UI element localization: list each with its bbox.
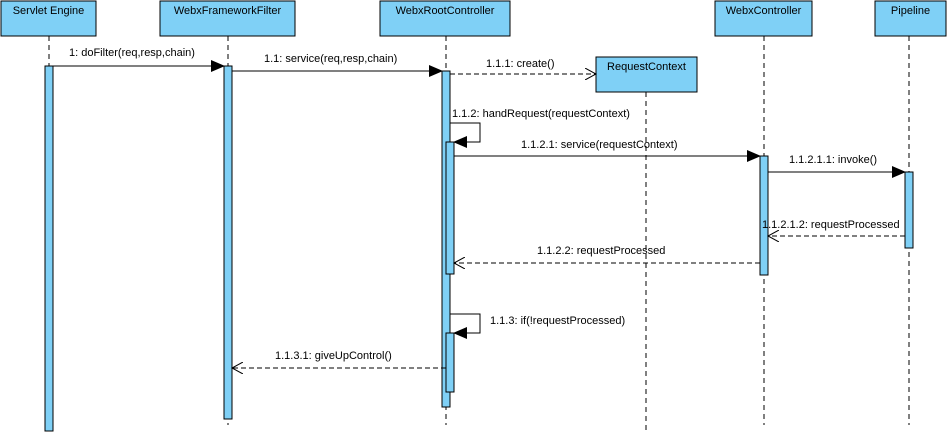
message-if-not-request-processed: 1.1.3: if(!requestProcessed) xyxy=(450,313,625,339)
activation-webx-root-controller-nested-1 xyxy=(445,141,455,275)
message-label: 1.1.2.2: requestProcessed xyxy=(537,245,665,257)
message-label: 1.1.2.1.1: invoke() xyxy=(789,154,877,166)
message-service: 1.1: service(req,resp,chain) xyxy=(232,53,443,77)
participant-request-context: RequestContext xyxy=(595,56,698,93)
activation-servlet-engine xyxy=(44,65,54,432)
message-label: 1.1: service(req,resp,chain) xyxy=(264,53,397,65)
message-hand-request: 1.1.2: handRequest(requestContext) xyxy=(450,108,630,148)
participant-label: WebxController xyxy=(726,5,802,17)
message-give-up-control: 1.1.3.1: giveUpControl() xyxy=(232,350,446,368)
participant-webx-controller: WebxController xyxy=(714,0,813,37)
message-label: 1.1.3.1: giveUpControl() xyxy=(275,350,392,362)
message-invoke: 1.1.2.1.1: invoke() xyxy=(768,154,906,178)
participant-label: Servlet Engine xyxy=(13,5,85,17)
participant-label: RequestContext xyxy=(607,61,686,73)
participant-webx-root-controller: WebxRootController xyxy=(379,0,511,37)
message-label: 1.1.2.1.2: requestProcessed xyxy=(762,219,900,231)
participant-label: Pipeline xyxy=(891,5,930,17)
participant-webx-framework-filter: WebxFrameworkFilter xyxy=(159,0,296,37)
message-do-filter: 1: doFilter(req,resp,chain) xyxy=(53,47,225,72)
participant-pipeline: Pipeline xyxy=(874,0,947,37)
message-request-processed-pipeline: 1.1.2.1.2: requestProcessed xyxy=(762,219,905,236)
message-label: 1.1.2: handRequest(requestContext) xyxy=(452,108,630,120)
participant-label: WebxFrameworkFilter xyxy=(174,5,282,17)
participant-servlet-engine: Servlet Engine xyxy=(0,0,97,37)
activation-webx-root-controller-nested-2 xyxy=(445,332,455,393)
message-create: 1.1.1: create() xyxy=(450,58,596,74)
activation-webx-framework-filter xyxy=(223,65,233,420)
message-service-request-context: 1.1.2.1: service(requestContext) xyxy=(454,139,761,162)
message-label: 1: doFilter(req,resp,chain) xyxy=(69,47,195,59)
message-label: 1.1.2.1: service(requestContext) xyxy=(521,139,678,151)
participant-label: WebxRootController xyxy=(396,5,495,17)
message-label: 1.1.1: create() xyxy=(486,58,554,70)
activation-webx-controller xyxy=(759,155,769,276)
activation-pipeline xyxy=(904,171,914,249)
message-request-processed-controller: 1.1.2.2: requestProcessed xyxy=(454,245,760,263)
message-label: 1.1.3: if(!requestProcessed) xyxy=(490,315,625,327)
